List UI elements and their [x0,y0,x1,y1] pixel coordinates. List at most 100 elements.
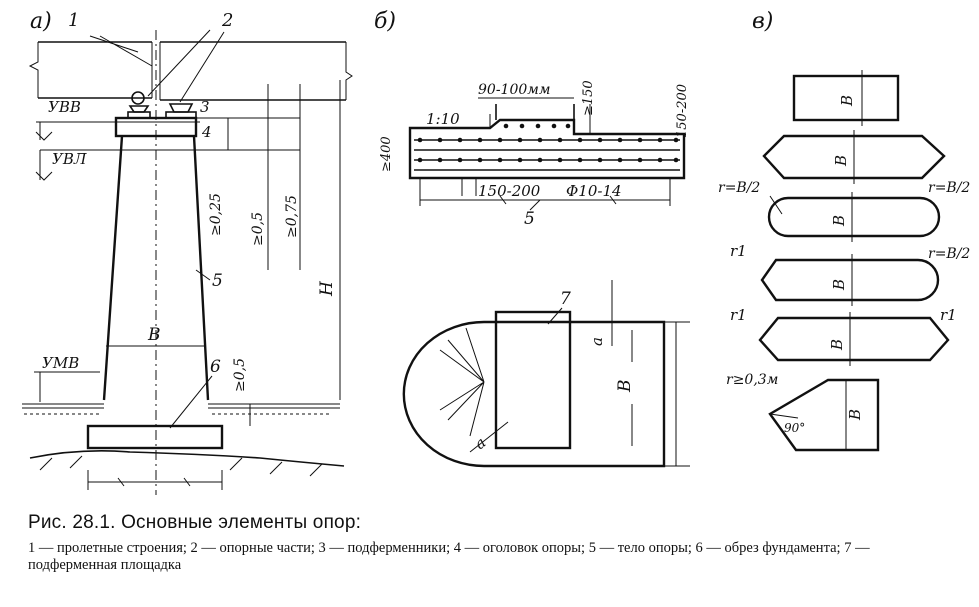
legend-item-1: 1 — пролетные строения; [28,540,191,556]
dim-h: H [317,280,337,297]
legend-text: — тело опоры; [595,540,696,556]
legend-num: 3 [318,540,326,556]
rebar-dot [565,123,571,129]
angle-90: 90° [784,421,805,435]
rebar-dot [417,137,423,143]
section-rectangle [792,74,900,122]
rebar-dot [417,157,423,163]
rebar-dot [457,137,463,143]
diagram-svg: а) 1 2 3 4 5 B УВВ УВЛ УМВ [22,9,970,495]
dim-verticals [227,80,341,426]
rebar-dot [497,157,503,163]
legend-text: — пролетные строения; [35,540,191,556]
rebar-dot [551,123,557,129]
label-2: 2 [221,10,233,31]
rebar-mesh [414,139,680,171]
legend-num: 6 [695,540,703,556]
umv-label: УМВ [42,354,79,372]
section-b1: B [838,95,856,107]
water-surface [22,403,340,409]
dim-150-top: ≥150 [581,80,596,116]
panel-b-label: б) [374,9,396,34]
legend-item-3: 3 — подферменники; [319,540,454,556]
dim-a: a [588,337,606,346]
platform-dim [664,321,690,467]
dim-b: B [615,380,635,394]
rebar-dot [657,157,663,163]
rebar-dot [503,123,509,129]
legend-text: — оголовок опоры; [460,540,589,556]
rebar-dot [535,123,541,129]
leader-7 [547,307,563,325]
slope-label: 1:10 [426,110,460,128]
r1-a: r1 [730,242,747,260]
section-cut-corner [768,378,880,452]
rebar-dot [537,157,543,163]
panel-a: а) 1 2 3 4 5 B УВВ УВЛ УМВ [22,9,353,495]
label-6: 6 [210,357,221,377]
leader-5 [195,269,211,281]
r-03: r≥0,3м [726,372,778,388]
legend-num: 5 [588,540,596,556]
legend-item-2: 2 — опорные части; [191,540,319,556]
rebar-dot [637,157,643,163]
rebar-spacing-ticks [461,178,477,196]
section-b4: B [830,279,848,291]
legend-num: 7 [844,540,852,556]
label-1: 1 [68,10,79,31]
section-b5: B [828,339,846,351]
rebar-dot [537,137,543,143]
label-7: 7 [560,289,571,309]
rebar-dot [557,137,563,143]
pedestal [495,104,575,120]
legend-item-7: 7 — подферменная площадка [28,540,870,573]
span-joint [151,42,161,100]
dim-400: ≥400 [379,136,394,172]
section-mixed [760,258,940,302]
rebar-dot [519,123,525,129]
uvl-line [35,149,200,181]
span-right [160,41,346,101]
panel-v: в) B B B r=B/2 r=B/2 B r1 r=B/2 B r1 r1 … [718,9,970,452]
rebar-dot [437,137,443,143]
bearing-left [128,105,150,113]
leader-2 [147,29,225,103]
rebar-dot [637,137,643,143]
platform-bearing [494,310,572,450]
section-b2: B [832,155,850,167]
r-b2-right: r=B/2 [928,180,970,196]
rebar-dot [597,157,603,163]
leader-1 [89,35,153,67]
leader-6 [169,375,213,429]
ground-hatch [39,455,323,477]
dim-ref-lines [196,117,300,151]
rebar-dot [617,157,623,163]
rebar-dot [477,137,483,143]
rebar-dot [597,137,603,143]
rebar-dot [517,137,523,143]
foundation-dim [87,470,223,490]
legend-text: — опорные части; [197,540,319,556]
panel-v-label: в) [752,9,773,34]
rebar-label: Φ10-14 [566,182,622,200]
rebar-dot [657,137,663,143]
dim-90-100: 90-100мм [478,82,550,98]
label-5: 5 [212,271,223,291]
pedestal-dims [489,104,591,134]
panel-a-label: а) [30,9,52,34]
figure: а) 1 2 3 4 5 B УВВ УВЛ УМВ [22,9,970,495]
caption-legend: 1 — пролетные строения; 2 — опорные част… [22,540,962,574]
legend-item-6: 6 — обрез фундамента; [696,540,845,556]
dim-05-top: ≥0,5 [250,212,266,246]
rebar-dot [557,157,563,163]
legend-num: 2 [190,540,198,556]
label-4: 4 [201,123,212,141]
foundation [86,424,224,450]
rebar-dot [457,157,463,163]
rebar-dot [477,157,483,163]
platform-rays [439,327,485,437]
dim-075: ≥0,75 [284,195,300,238]
cap-outline [408,118,686,180]
r1-b: r1 [730,306,747,324]
legend-item-5: 5 — тело опоры; [589,540,696,556]
